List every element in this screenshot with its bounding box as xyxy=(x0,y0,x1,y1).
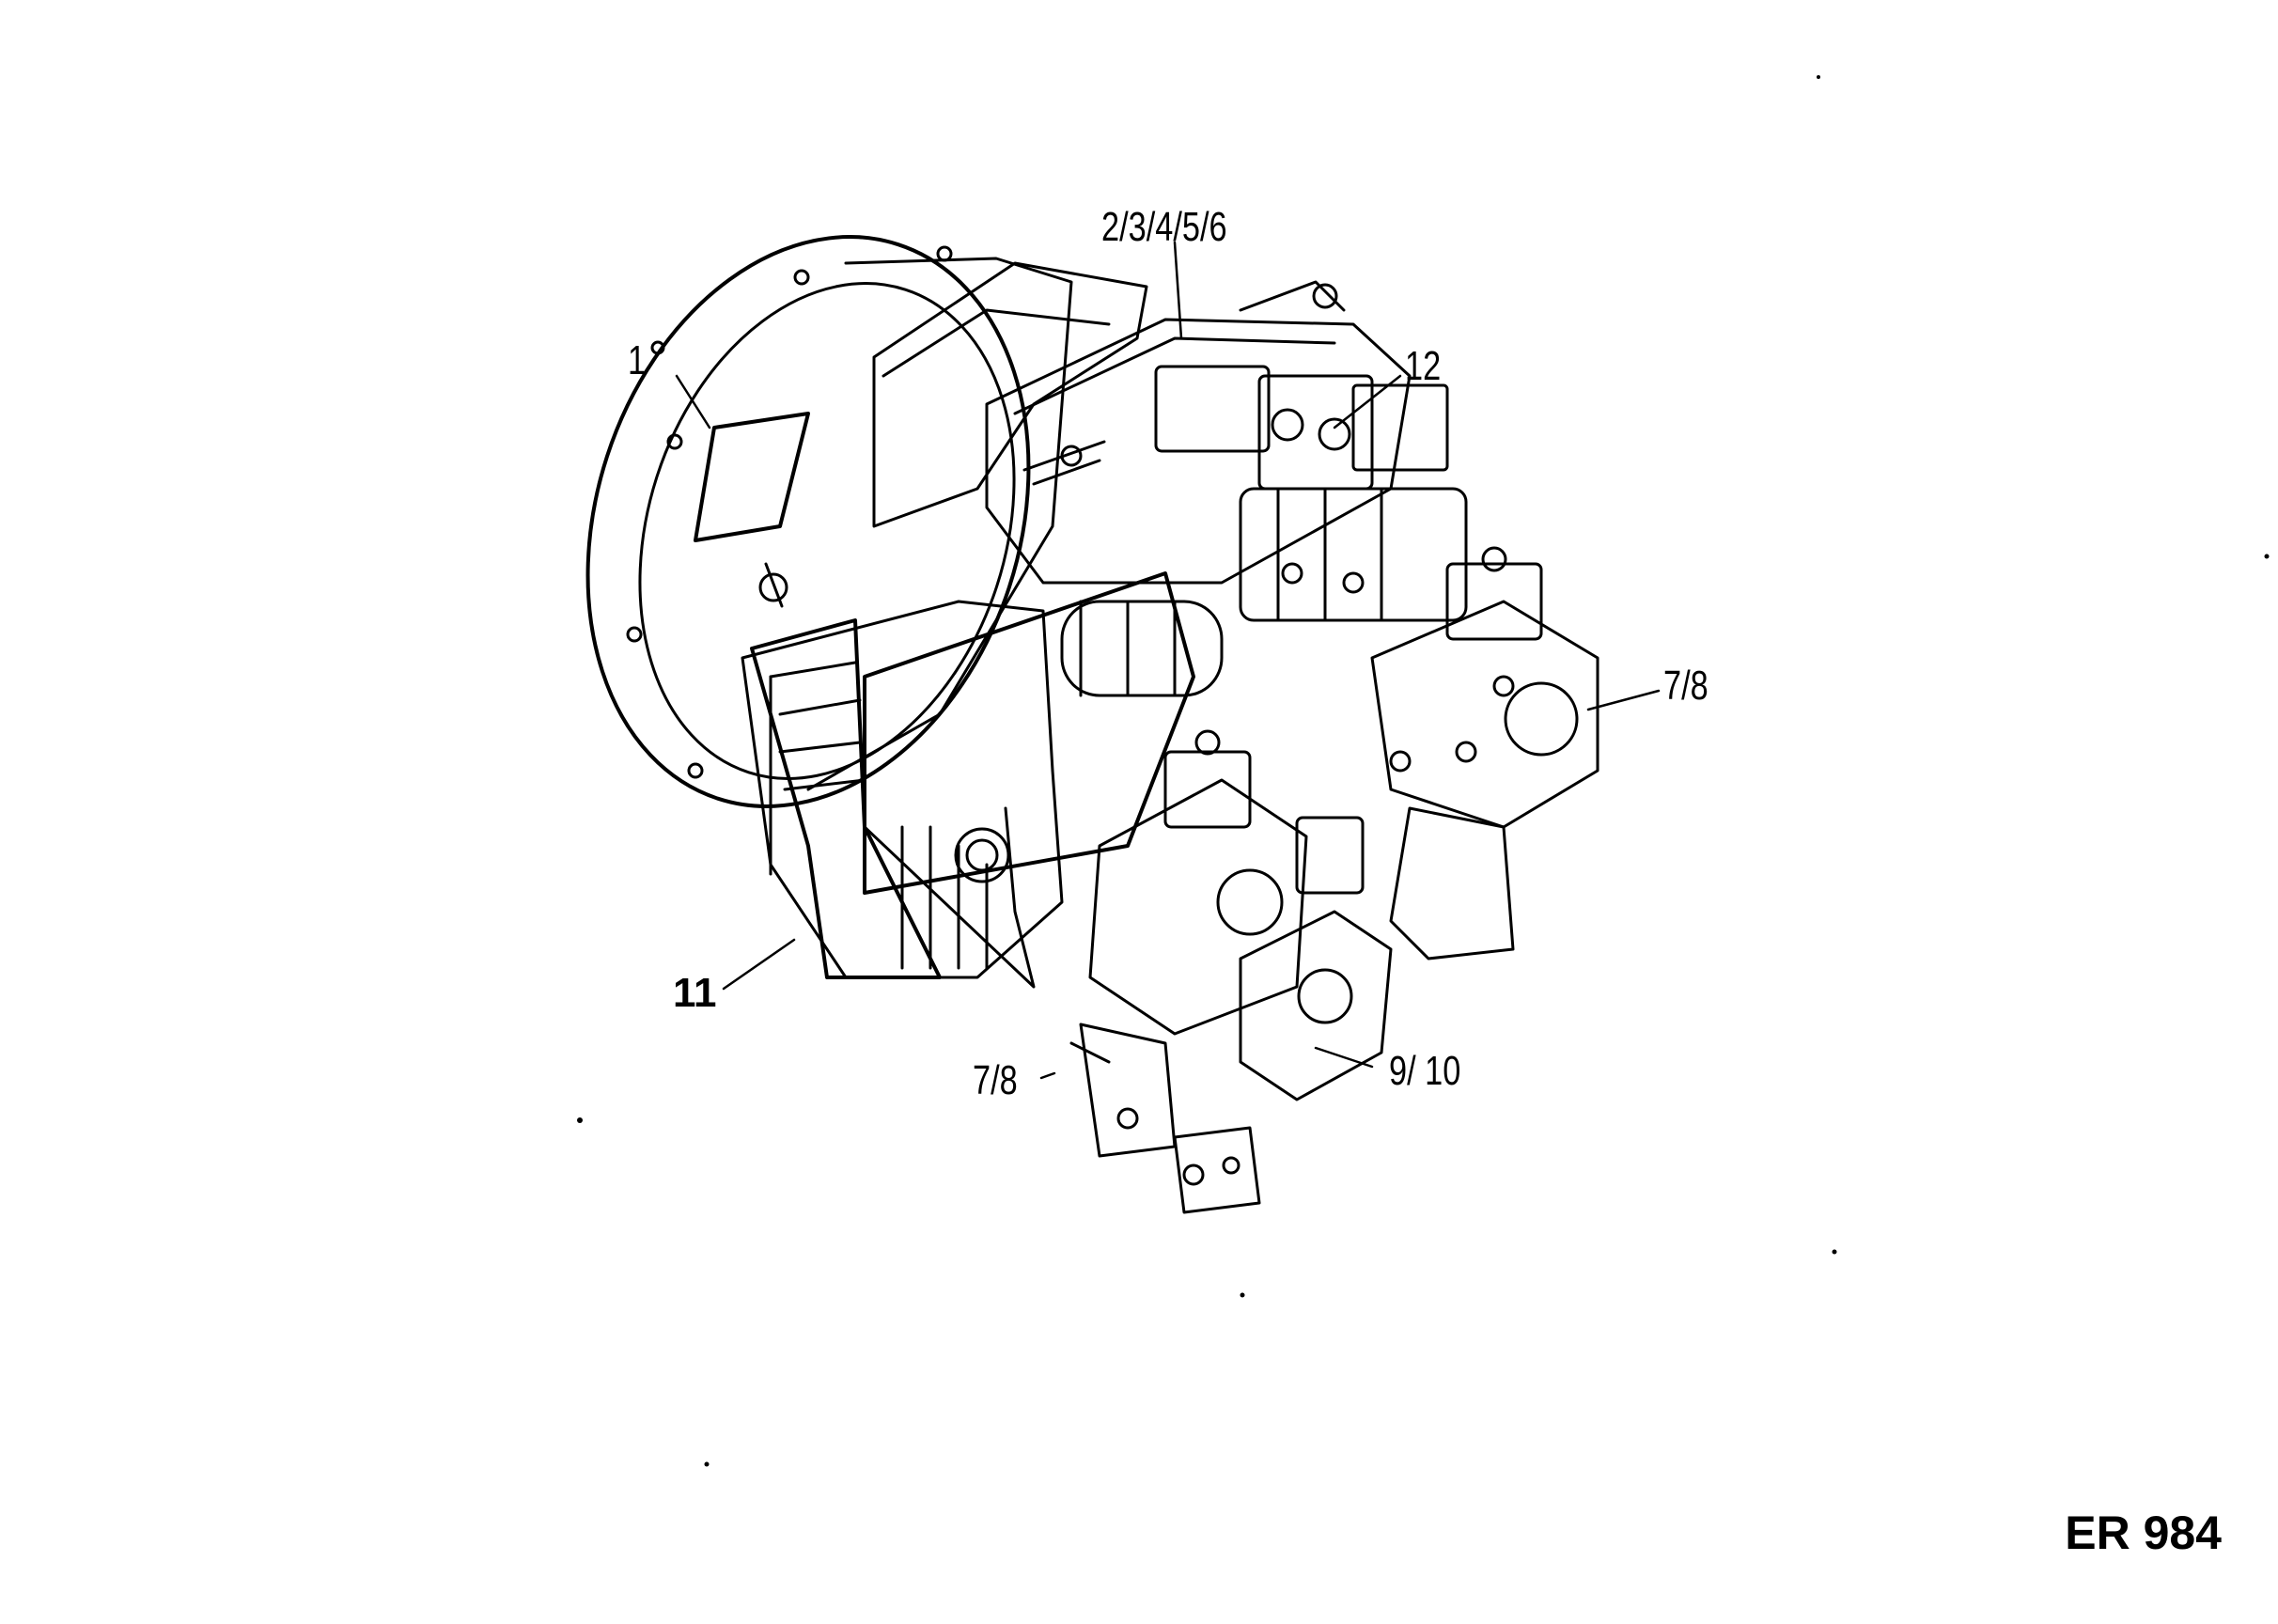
small-pump-unit xyxy=(1173,816,1393,1214)
callout-7-8-right: 7/8 xyxy=(1663,663,1708,709)
leader-7-8-lower xyxy=(1039,1071,1056,1080)
drive-housing xyxy=(741,571,1224,979)
leader-lines xyxy=(675,241,1661,1080)
right-pump-unit xyxy=(1370,546,1599,960)
callout-7-8-lower: 7/8 xyxy=(973,1057,1018,1103)
leader-11 xyxy=(722,938,796,991)
leader-9-10 xyxy=(1314,1046,1374,1069)
leader-2-6 xyxy=(1173,241,1183,340)
flange-housing xyxy=(585,235,1073,808)
document-code: ER 984 xyxy=(2065,1507,2222,1559)
callout-1: 1 xyxy=(628,337,647,383)
leader-12 xyxy=(1333,374,1402,429)
lower-pump-unit xyxy=(1069,729,1308,1158)
leader-7-8-right xyxy=(1586,689,1661,711)
stray-marks xyxy=(577,75,2270,1467)
callout-2-3-4-5-6: 2/3/4/5/6 xyxy=(1101,204,1227,250)
callout-12: 12 xyxy=(1405,343,1442,389)
callout-11: 11 xyxy=(673,970,717,1016)
leader-1 xyxy=(675,374,711,429)
gear-pump xyxy=(1239,383,1468,622)
main-pump-block xyxy=(985,280,1412,585)
callout-9-10: 9/ 10 xyxy=(1389,1048,1461,1094)
